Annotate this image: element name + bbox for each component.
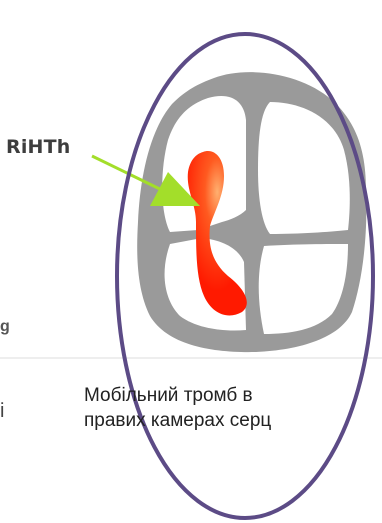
caption-line-1: Мобільний тромб в (84, 383, 271, 408)
cut-off-text-2: і (0, 400, 4, 423)
caption-line-2: правих камерах серц (84, 408, 271, 433)
cut-off-text-1: g (0, 318, 10, 336)
figure-caption: Мобільний тромб в правих камерах серц (84, 383, 271, 433)
thrombus-label: RiHTh (6, 136, 71, 158)
